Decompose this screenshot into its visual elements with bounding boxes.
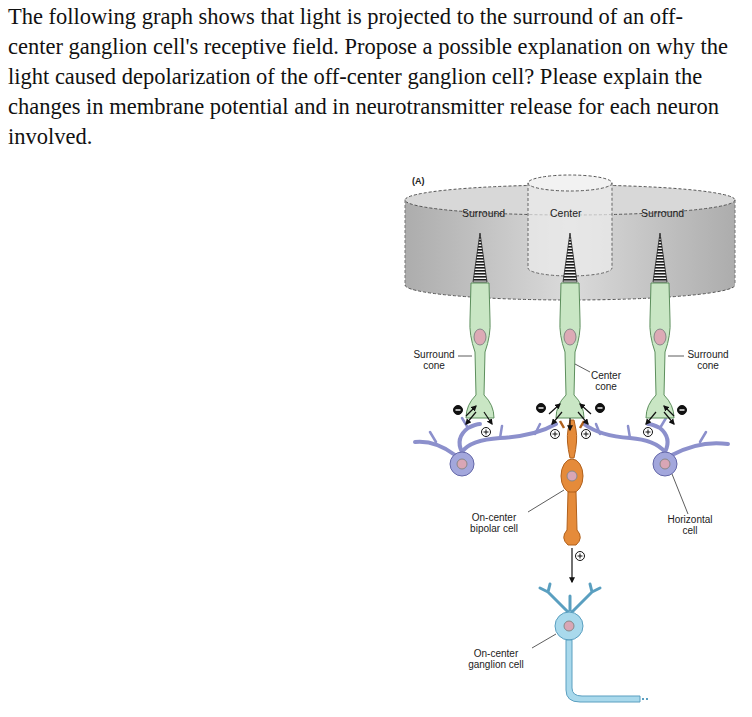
plus-sign [582, 430, 591, 439]
nucleus [474, 329, 486, 345]
nucleus [457, 459, 467, 469]
horizontal-process [462, 424, 556, 452]
sign-symbols [454, 404, 687, 561]
synapse-arrow [466, 406, 476, 416]
synapse-arrow [664, 412, 674, 424]
nucleus [654, 329, 666, 345]
synapse-arrow [552, 412, 562, 424]
leader-line [668, 356, 684, 357]
leader-line [532, 634, 556, 648]
horizontal-soma [450, 452, 474, 476]
cell-label: Surround cone [684, 349, 732, 371]
horizontal-process [672, 443, 728, 455]
horizontal-soma [653, 452, 677, 476]
leader-line [672, 474, 688, 514]
leader-line [575, 364, 590, 372]
synapse-arrow [549, 404, 560, 414]
leader-line [528, 490, 564, 512]
region-label: Center [550, 208, 594, 220]
ganglion-soma [555, 612, 583, 640]
question-text: The following graph shows that light is … [8, 2, 738, 152]
outer-segment [473, 233, 487, 282]
outer-segment [653, 233, 667, 282]
cell-label: Horizontal cell [660, 514, 720, 536]
outer-segment [563, 233, 577, 282]
horizontal-branch [596, 418, 706, 442]
cone-body [646, 283, 674, 418]
leader-line [458, 356, 472, 357]
horizontal-process [415, 442, 455, 455]
horizontal-branch [430, 418, 540, 442]
ganglion-dendrites [540, 584, 600, 612]
inner-top [528, 175, 612, 191]
plus-sign [576, 552, 585, 561]
bipolar-cell [560, 420, 584, 545]
cone-body [556, 283, 584, 418]
leader-lines [458, 356, 688, 648]
synapse-arrow [646, 412, 656, 424]
minus-sign [596, 404, 605, 413]
light-cylinder [405, 175, 735, 300]
horizontal-process [460, 424, 480, 452]
cell-label: Center cone [586, 370, 626, 392]
plus-sign [644, 428, 653, 437]
synapse-arrow [580, 404, 591, 414]
bipolar-dendrite [567, 420, 576, 458]
cell-label: On-center bipolar cell [458, 512, 530, 534]
synapse-arrow [571, 548, 572, 582]
nucleus [660, 459, 670, 469]
synapse-arrow [578, 412, 588, 424]
nucleus [564, 621, 574, 631]
ganglion-axon [566, 640, 640, 702]
horizontal-process [584, 424, 665, 452]
cell-label: On-center ganglion cell [456, 648, 536, 670]
bipolar-soma [561, 459, 583, 493]
nucleus [567, 471, 577, 481]
cones [466, 233, 674, 418]
minus-sign [454, 406, 463, 415]
region-label: Surround [462, 208, 512, 220]
plus-sign [482, 428, 491, 437]
ganglion-cell [540, 584, 650, 702]
plus-sign [551, 430, 560, 439]
axon-continuation [642, 698, 650, 700]
minus-sign [537, 404, 546, 413]
minus-sign [678, 406, 687, 415]
synapse-arrow [569, 418, 570, 430]
bipolar-branch [560, 421, 584, 428]
figure-label: (A) [412, 176, 442, 186]
cone-body [466, 283, 494, 418]
nucleus [564, 329, 576, 345]
region-label: Surround [641, 208, 691, 220]
synapse-arrow [484, 412, 492, 424]
cell-label: Surround cone [410, 349, 458, 371]
bipolar-axon [564, 492, 581, 545]
cylinder-side [405, 200, 735, 285]
synapse-arrows [466, 404, 674, 582]
